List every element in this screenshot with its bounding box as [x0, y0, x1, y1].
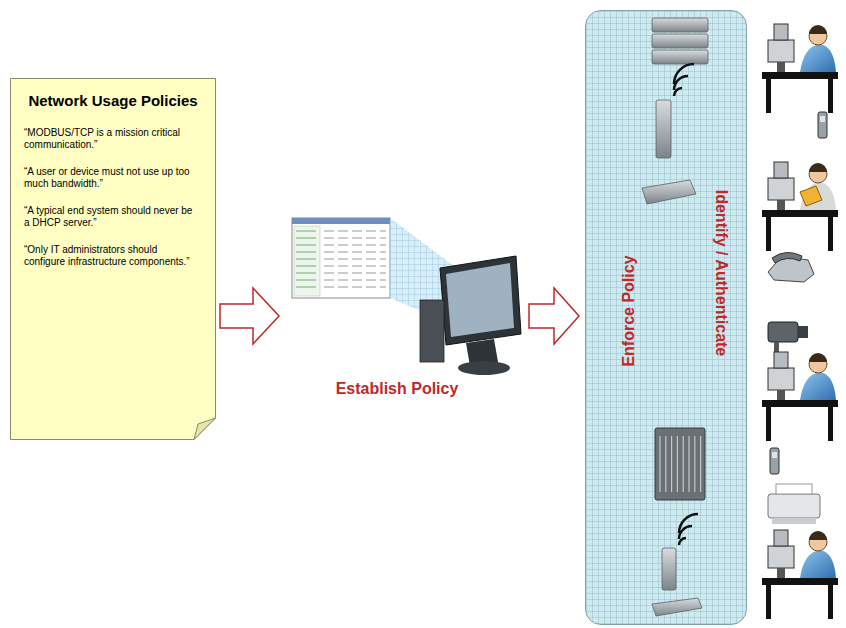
- policy-statement: “A user or device must not use up too mu…: [24, 166, 194, 191]
- policy-console: [292, 218, 521, 375]
- policy-statement: “Only IT administrators should configure…: [24, 244, 194, 269]
- stage-label: Enforce Policy: [620, 255, 638, 366]
- rotated-holder: Enforce Policy: [620, 255, 638, 366]
- rotated-holder: Identify / Authenticate: [712, 190, 730, 357]
- document-title: Network Usage Policies: [28, 92, 198, 111]
- block-arrow: [529, 288, 579, 344]
- printer: [768, 484, 820, 524]
- policy-statement: “MODBUS/TCP is a mission critical commun…: [24, 127, 194, 152]
- user-workstation: [762, 24, 838, 113]
- enforcement-band: Enforce Policy Identify / Authenticate: [585, 10, 747, 625]
- end-systems: [762, 24, 838, 619]
- note-sheet: [11, 79, 216, 440]
- user-workstation: [762, 162, 838, 251]
- folder-icon: [800, 186, 822, 206]
- policy-console: Establish Policy: [285, 210, 525, 406]
- note-fold: [194, 418, 216, 440]
- mobile-phone: [818, 112, 827, 138]
- stage-label: Establish Policy: [336, 380, 459, 398]
- mobile-phone: [770, 448, 779, 474]
- policy-statement: “A typical end system should never be a …: [24, 205, 194, 230]
- stage-label: Identify / Authenticate: [712, 190, 730, 357]
- infrastructure-devices: [642, 18, 708, 616]
- desk-phone: [768, 252, 814, 282]
- user-workstation: [762, 352, 838, 441]
- block-arrow: [220, 288, 279, 344]
- policy-document: Network Usage Policies “MODBUS/TCP is a m…: [10, 78, 216, 440]
- user-workstation: [762, 530, 838, 619]
- video-camera: [768, 322, 808, 354]
